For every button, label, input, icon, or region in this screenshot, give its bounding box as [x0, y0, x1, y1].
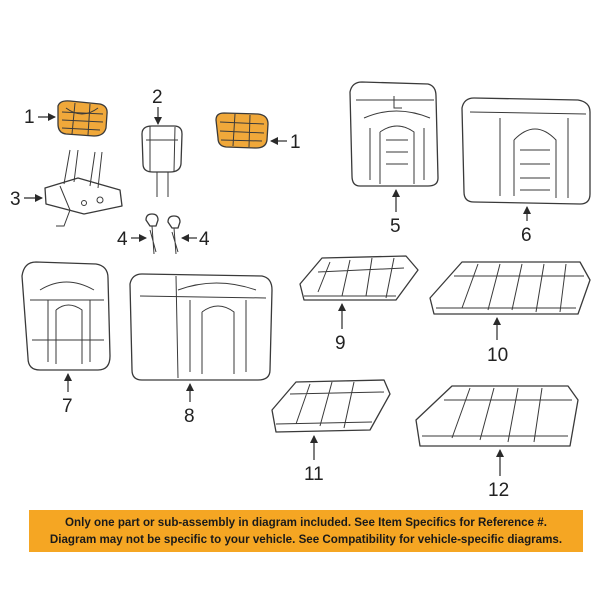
part-5-seatback-frame[interactable]	[349, 81, 439, 187]
part-8-seatback-cover[interactable]	[129, 273, 273, 381]
callout-4-left: 4	[117, 229, 128, 250]
part-7-seatback-cover[interactable]	[21, 261, 111, 371]
callout-1-left: 1	[24, 107, 35, 128]
callout-12: 12	[488, 480, 509, 501]
part-4-headrest-guides[interactable]	[145, 213, 181, 255]
callout-1-right: 1	[290, 132, 301, 153]
callout-9: 9	[335, 333, 346, 354]
callout-7: 7	[62, 396, 73, 417]
disclaimer-line-1: Only one part or sub-assembly in diagram…	[65, 516, 547, 529]
part-3-bracket[interactable]	[44, 149, 123, 227]
callout-6: 6	[521, 225, 532, 246]
callout-11: 11	[304, 464, 324, 485]
part-12-cushion-cover[interactable]	[415, 385, 579, 447]
disclaimer-line-2: Diagram may not be specific to your vehi…	[49, 533, 563, 546]
part-1-left-headrest-cover[interactable]	[57, 100, 108, 137]
part-2-headrest[interactable]	[141, 125, 183, 197]
callout-8: 8	[184, 406, 195, 427]
callout-4-right: 4	[199, 229, 210, 250]
callout-5: 5	[390, 216, 401, 237]
disclaimer-banner: Only one part or sub-assembly in diagram…	[29, 510, 583, 552]
callout-10: 10	[487, 345, 508, 366]
part-1-right-headrest-cover[interactable]	[215, 112, 269, 149]
part-11-cushion-cover[interactable]	[271, 379, 391, 433]
part-10-cushion-frame[interactable]	[429, 261, 591, 315]
callout-2: 2	[152, 87, 163, 108]
part-9-cushion-frame[interactable]	[299, 255, 419, 301]
part-6-seatback-frame[interactable]	[461, 97, 591, 205]
callout-3: 3	[10, 189, 21, 210]
